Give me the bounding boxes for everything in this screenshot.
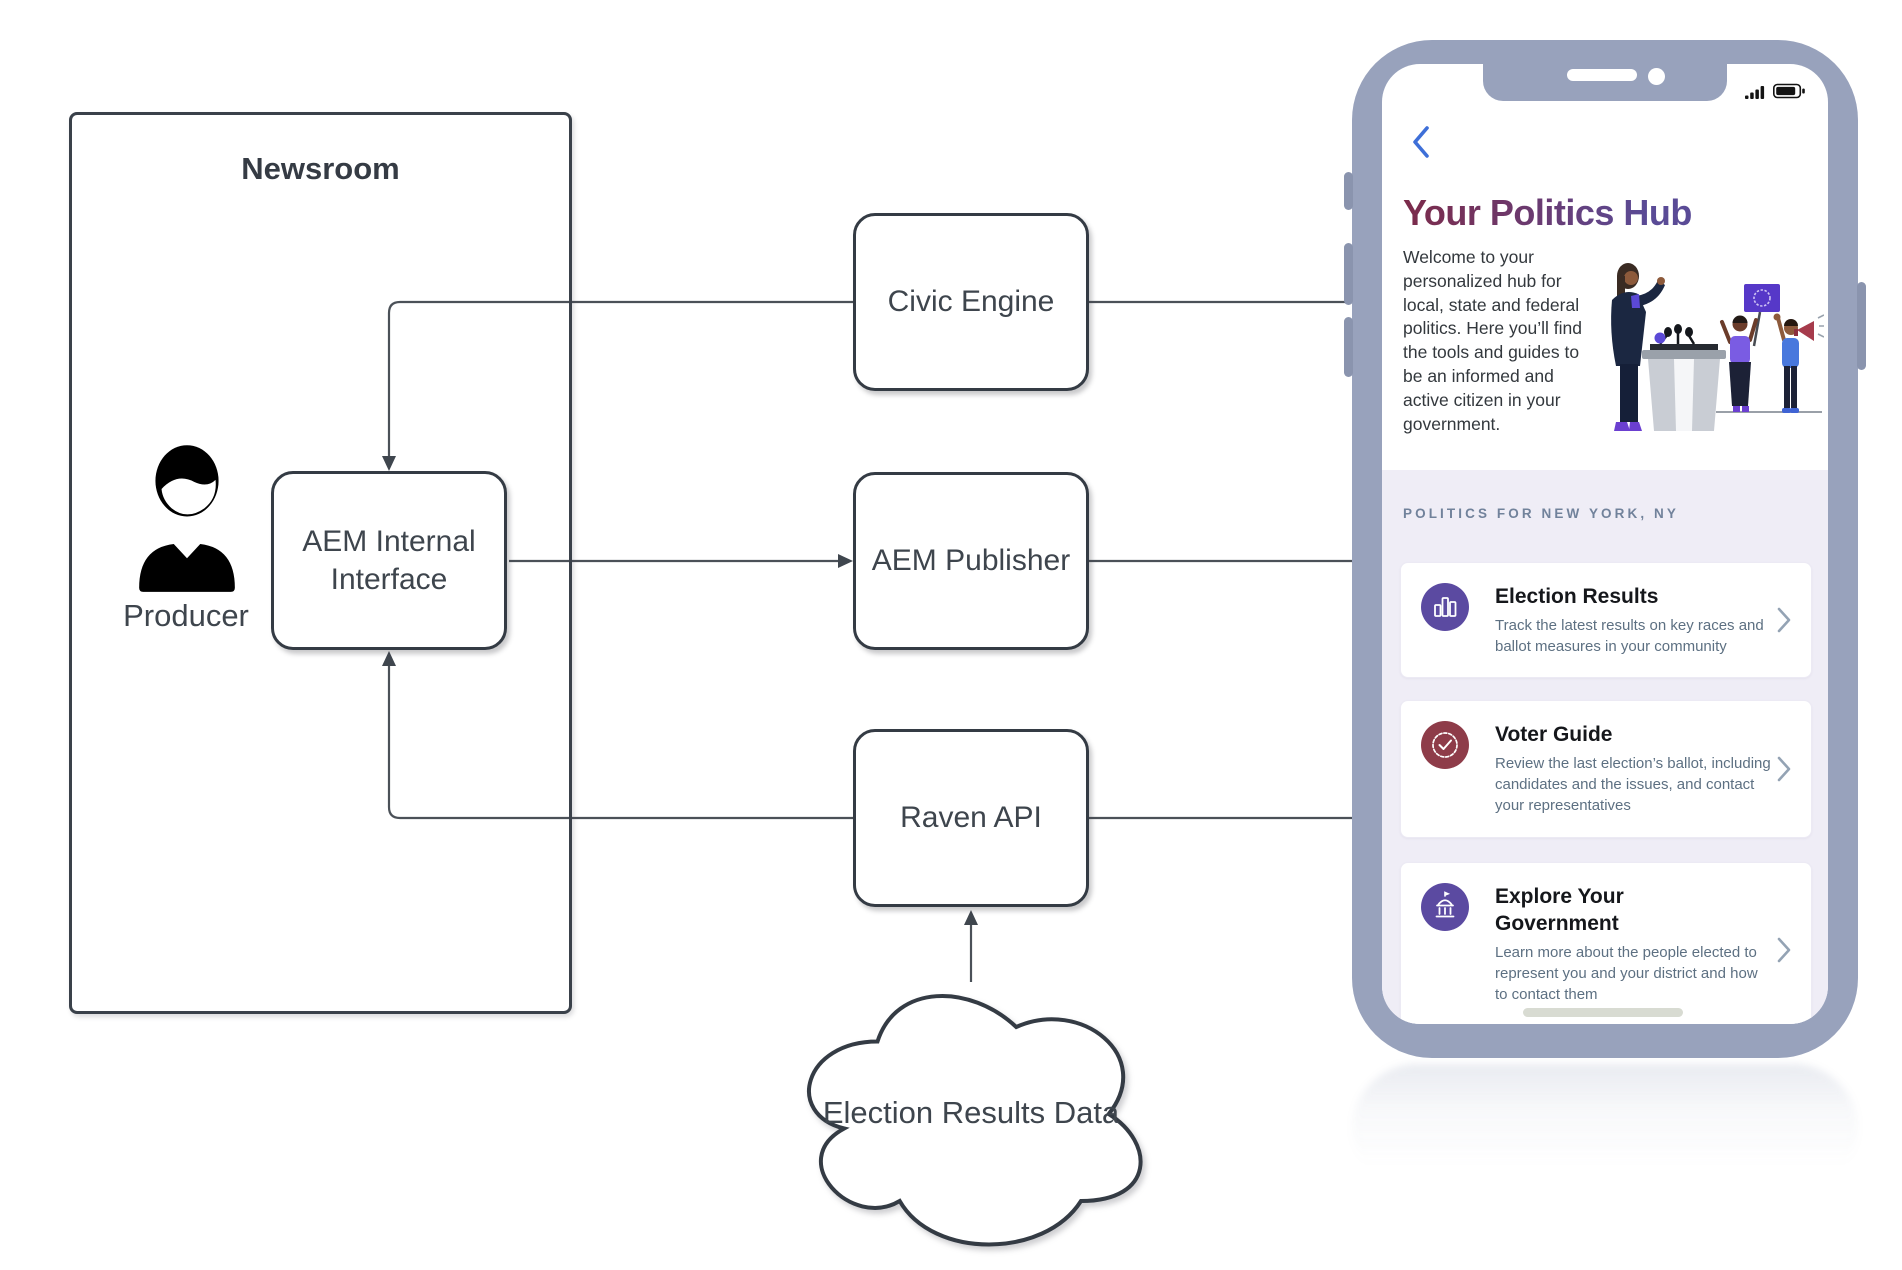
card-explore-your-government[interactable]: Explore Your Government Learn more about… xyxy=(1400,862,1812,1024)
arrow-aem-publisher-to-phone xyxy=(1089,554,1379,568)
mute-switch xyxy=(1344,172,1353,210)
card-title: Explore Your Government xyxy=(1495,885,1624,935)
camera-dot xyxy=(1648,68,1665,85)
speaker-figure xyxy=(1611,263,1665,431)
card-description: Track the latest results on key races an… xyxy=(1495,617,1764,655)
intro-text: Welcome to your personalized hub for loc… xyxy=(1403,247,1582,434)
phone-mockup: Your Politics Hub Welcome to your person… xyxy=(1344,40,1866,1058)
card-description: Review the last election’s ballot, inclu… xyxy=(1495,755,1771,814)
node-label-line2: Interface xyxy=(330,562,448,596)
phone-screen: Your Politics Hub Welcome to your person… xyxy=(1382,64,1828,1024)
node-civic-engine: Civic Engine xyxy=(853,213,1089,391)
card-text: Election Results Track the latest result… xyxy=(1495,581,1791,657)
card-title: Election Results xyxy=(1495,585,1659,608)
section-header: POLITICS FOR NEW YORK, NY xyxy=(1403,506,1680,521)
node-aem-internal-interface: AEM Internal Interface xyxy=(271,471,507,650)
volume-up-button xyxy=(1344,243,1353,305)
scroll-indicator xyxy=(1523,1008,1683,1017)
newsroom-label: Newsroom xyxy=(241,151,400,186)
back-button[interactable] xyxy=(1407,124,1435,162)
cloud-shape xyxy=(807,993,1143,1247)
newsroom-container-box: Newsroom xyxy=(69,112,572,1014)
cloud-election-results-data: Election Results Data xyxy=(779,963,1163,1267)
node-label: Raven API xyxy=(900,801,1042,835)
node-label: Civic Engine xyxy=(887,285,1055,319)
back-chevron-icon xyxy=(1413,125,1429,158)
card-text: Voter Guide Review the last election’s b… xyxy=(1495,719,1791,816)
government-building-icon xyxy=(1421,883,1469,931)
page-title: Your Politics Hub xyxy=(1403,192,1692,233)
node-label-line1: AEM Internal xyxy=(302,525,476,558)
notch xyxy=(1483,64,1727,101)
seal-check-icon xyxy=(1421,721,1469,769)
chevron-right-icon[interactable] xyxy=(1777,937,1791,963)
arrow-raven-api-to-phone xyxy=(1089,811,1379,825)
node-label: AEM Publisher xyxy=(871,544,1071,578)
politics-section: POLITICS FOR NEW YORK, NY Election Resul… xyxy=(1382,470,1828,1024)
megaphone-figure xyxy=(1773,313,1824,413)
power-button xyxy=(1857,282,1866,370)
status-bar xyxy=(1745,83,1806,99)
volume-down-button xyxy=(1344,317,1353,377)
signal-bars-icon xyxy=(1745,86,1765,99)
battery-icon xyxy=(1773,83,1805,99)
cloud-label: Election Results Data xyxy=(822,1095,1120,1130)
card-title: Voter Guide xyxy=(1495,723,1613,746)
card-text: Explore Your Government Learn more about… xyxy=(1495,881,1791,1005)
chevron-right-icon[interactable] xyxy=(1777,756,1791,782)
podium xyxy=(1642,324,1726,431)
node-raven-api: Raven API xyxy=(853,729,1089,907)
card-election-results[interactable]: Election Results Track the latest result… xyxy=(1400,562,1812,678)
speaker-slot xyxy=(1567,69,1637,81)
chevron-right-icon[interactable] xyxy=(1777,607,1791,633)
sign-holder-figure xyxy=(1720,284,1780,412)
card-voter-guide[interactable]: Voter Guide Review the last election’s b… xyxy=(1400,700,1812,838)
phone-reflection xyxy=(1352,1064,1858,1194)
node-label: AEM Internal Interface xyxy=(302,523,475,598)
producer-label: Producer xyxy=(123,598,249,633)
card-description: Learn more about the people elected to r… xyxy=(1495,944,1758,1003)
bar-chart-icon xyxy=(1421,583,1469,631)
arrow-civic-engine-to-phone xyxy=(1089,295,1379,309)
producer-person-icon xyxy=(139,445,235,592)
node-aem-publisher: AEM Publisher xyxy=(853,472,1089,650)
politics-illustration xyxy=(1611,263,1824,431)
